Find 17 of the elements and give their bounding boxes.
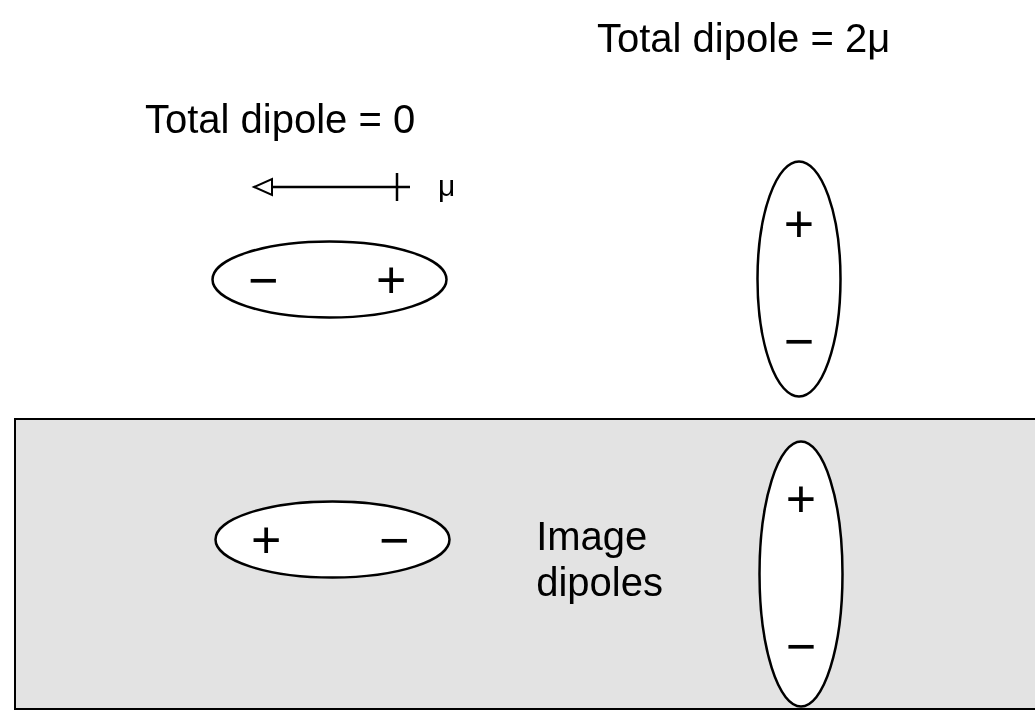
region-label: Image dipoles	[536, 513, 664, 606]
dipole-symbol: μ	[438, 168, 456, 204]
dipole-ellipse	[758, 440, 844, 708]
charge-sign: +	[250, 513, 282, 566]
charge-sign: −	[378, 513, 410, 566]
dipole-ellipse	[756, 160, 842, 398]
image-region-band	[14, 418, 1035, 710]
charge-sign: −	[785, 620, 817, 673]
charge-sign: −	[247, 253, 279, 306]
dipole-ellipse	[214, 500, 451, 579]
charge-sign: +	[785, 472, 817, 525]
charge-sign: +	[375, 253, 407, 306]
dipole-ellipse	[211, 240, 448, 319]
charge-sign: +	[783, 198, 815, 251]
total-dipole-label: Total dipole = 2μ	[597, 15, 891, 61]
charge-sign: −	[783, 314, 815, 367]
total-dipole-label: Total dipole = 0	[145, 96, 416, 142]
